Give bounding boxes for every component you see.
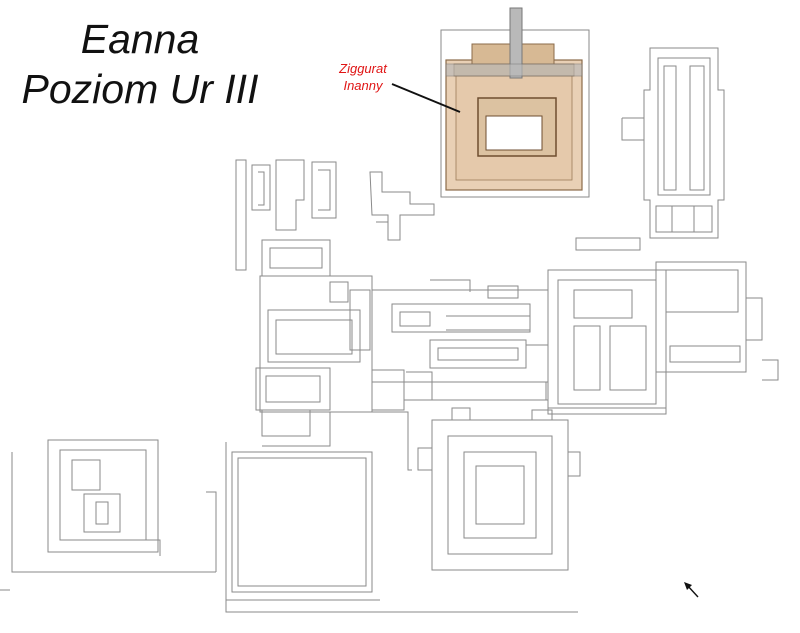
- east-complex: [547, 237, 779, 415]
- middle-courtyard: [371, 279, 549, 411]
- central-temple-block: [255, 275, 373, 437]
- ziggurat-label: Ziggurat Inanny: [318, 60, 408, 94]
- north-arrow-icon: [684, 582, 699, 598]
- ziggurat-label-line2: Inanny: [343, 78, 383, 93]
- south-square-court: [225, 442, 380, 601]
- map-title: Eanna Poziom Ur III: [0, 14, 280, 114]
- south-cross-building: [417, 407, 581, 571]
- temple-long-hall: [621, 47, 725, 239]
- enclosure-walls: [225, 399, 666, 613]
- ziggurat-of-inanna: [445, 7, 583, 191]
- map-title-line1: Eanna: [80, 16, 200, 62]
- ziggurat-label-line1: Ziggurat: [339, 61, 387, 76]
- northwest-buildings: [235, 159, 435, 277]
- label-leader-line: [391, 83, 461, 113]
- map-title-line2: Poziom Ur III: [21, 66, 259, 112]
- southwest-buildings: [0, 439, 217, 591]
